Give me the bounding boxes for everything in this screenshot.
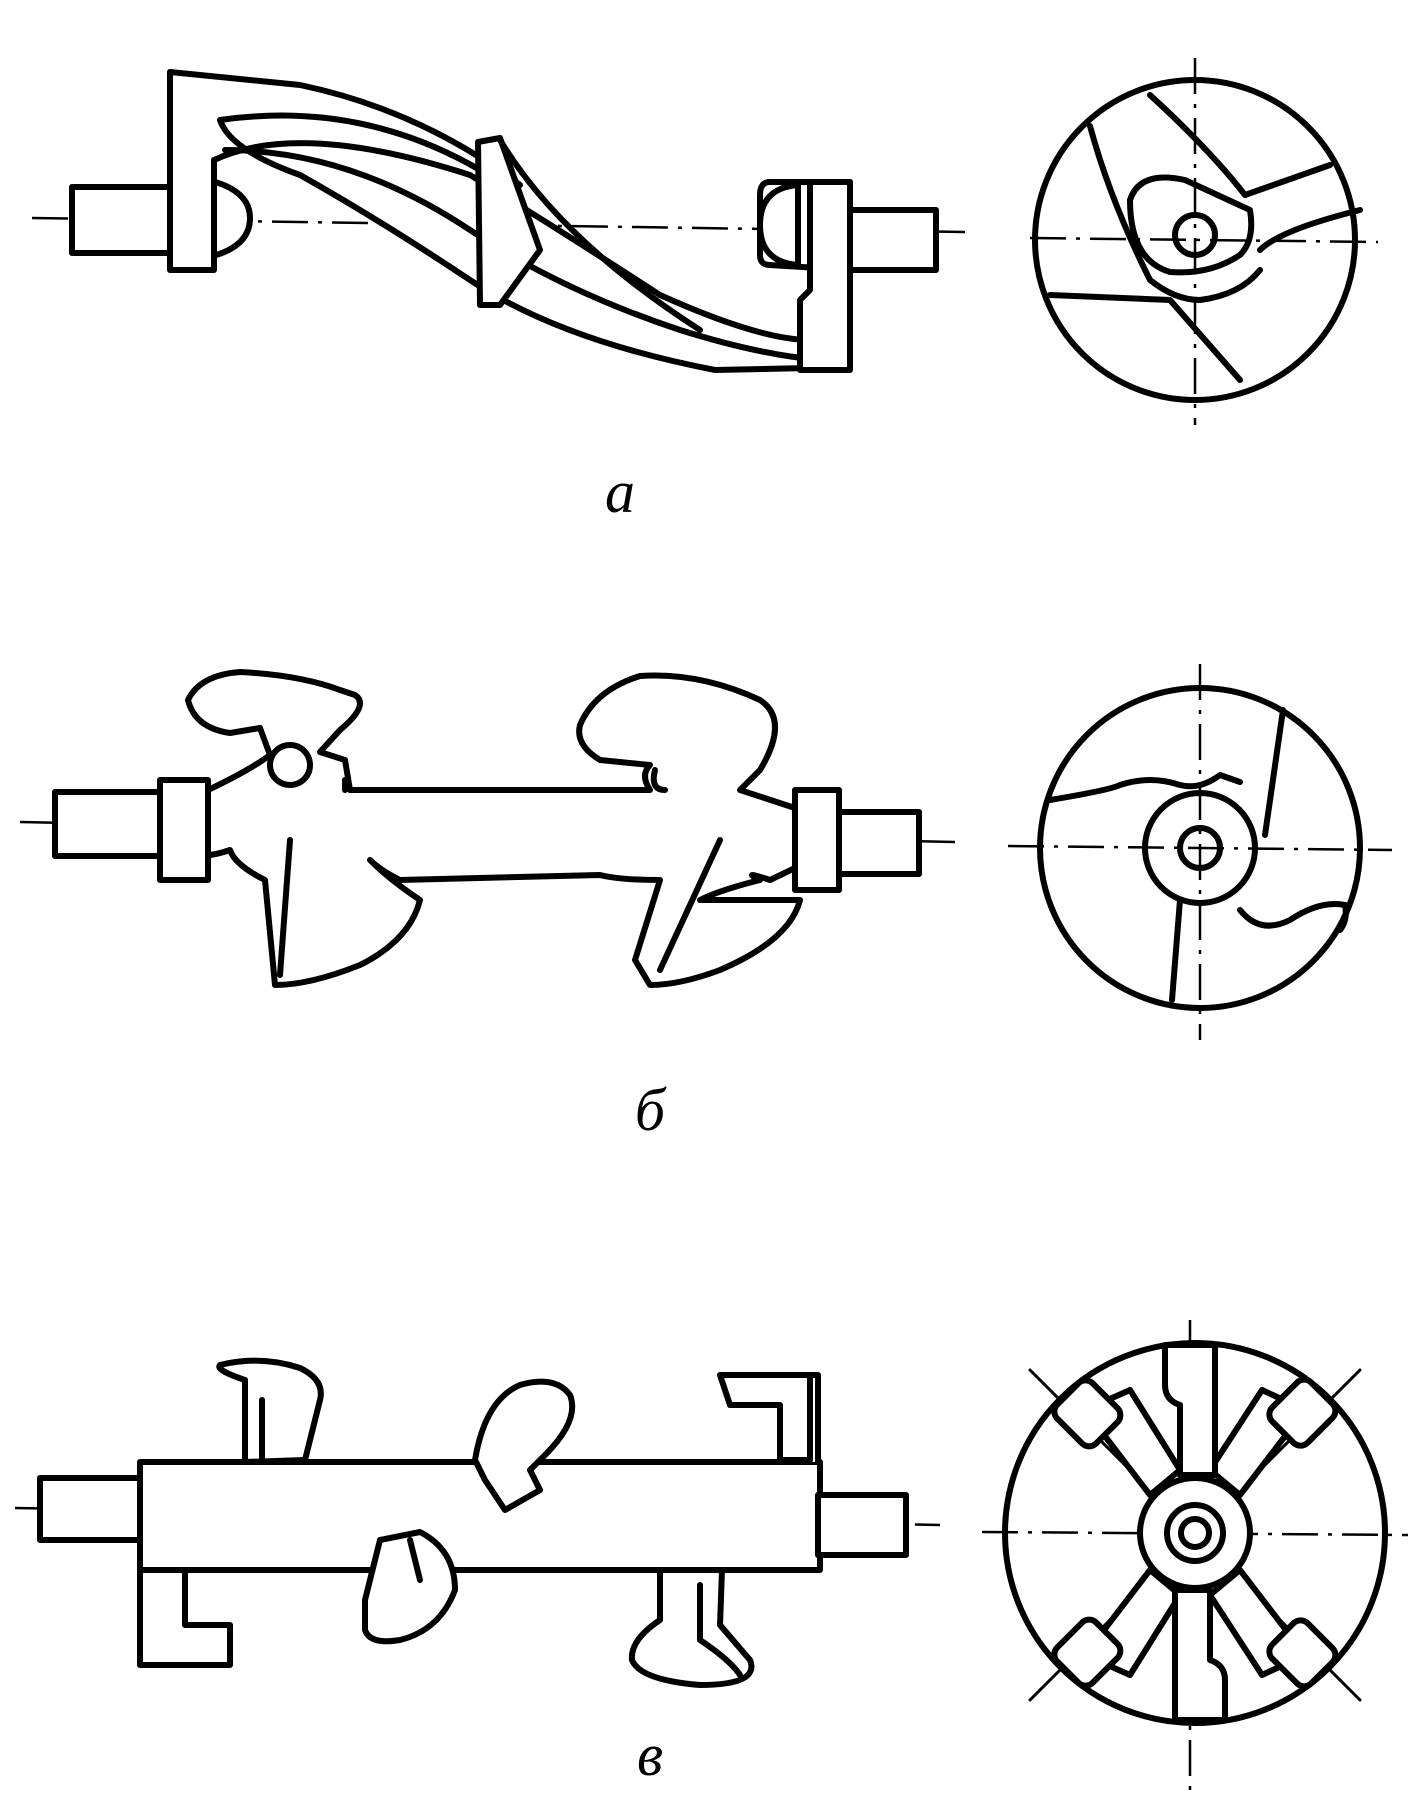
panel-v-right-shaft	[815, 1492, 909, 1558]
panel-b-right-fillet	[650, 767, 668, 793]
panel-v-end-head-tl	[1051, 1377, 1124, 1450]
panel-b-end-blade-1	[1047, 772, 1243, 803]
panel-v-end-head-br	[1266, 1617, 1339, 1690]
panel-v-end-hub	[1137, 1475, 1253, 1591]
panel-v-end-head-tr	[1266, 1376, 1339, 1449]
panel-v-end-head-bl	[1051, 1616, 1124, 1689]
panel-v-paddle-top-center	[472, 1378, 576, 1513]
panel-a-end-rim	[1032, 77, 1358, 403]
panel-b-left-collar	[157, 777, 211, 883]
panel-v-end-hub-inner	[1164, 1502, 1226, 1564]
panel-a-end-hub	[1127, 174, 1255, 276]
panel-v-paddle-top-left	[216, 1357, 324, 1465]
panel-a-end-blade-1	[1087, 123, 1263, 303]
panel-v-hook-top-right-body	[717, 1372, 813, 1463]
panel-b-end-blade-2	[1262, 707, 1286, 838]
panel-a-end-blade-2	[1147, 92, 1333, 198]
panel-v-paddle-bottom-center	[362, 1529, 458, 1645]
panel-v-paddle-bottom-right-edge	[697, 1582, 743, 1678]
panel-b-end-view	[1007, 664, 1393, 1040]
panel-a: а	[31, 58, 1379, 525]
panel-v-end-hook-top	[1162, 1342, 1218, 1478]
panel-v-end-bore	[1178, 1516, 1212, 1550]
panel-a-end-blade-3	[1257, 207, 1363, 253]
panel-b-left-blade-line	[277, 837, 293, 978]
panel-b-left-fillet	[267, 742, 313, 788]
panel-b-right-blade-line	[657, 837, 723, 973]
panel-b-body	[185, 669, 803, 988]
panel-b-caption: б	[635, 1077, 667, 1143]
panel-v: в	[14, 1320, 1409, 1795]
panel-a-right-arm	[797, 179, 853, 373]
panel-b: б	[19, 664, 1393, 1143]
panel-v-paddle-bottom-center-edge	[407, 1537, 423, 1583]
panel-v-main-shaft	[137, 1459, 823, 1573]
panel-b-end-bore	[1177, 825, 1223, 871]
panel-a-blade-edge	[222, 147, 823, 363]
panel-b-end-horizontal-axis	[1007, 844, 1393, 852]
panel-a-end-horizontal-axis	[1029, 236, 1379, 244]
panel-a-caption: а	[605, 459, 635, 525]
panel-a-end-blade-4	[1047, 292, 1243, 383]
panel-a-end-bore	[1172, 212, 1218, 258]
panel-a-right-hub	[757, 182, 801, 268]
panel-v-hook-bottom-left	[137, 1567, 233, 1668]
panel-a-left-shaft	[69, 184, 175, 256]
panel-b-end-blade-4	[1169, 897, 1183, 1003]
panel-b-end-hub	[1142, 790, 1258, 906]
panel-a-twist-plate	[475, 135, 543, 308]
panel-b-end-blade-3	[1237, 901, 1349, 933]
panel-b-right-collar	[792, 787, 842, 893]
panel-b-end-rim	[1037, 685, 1363, 1011]
panel-a-twist-edge	[497, 137, 703, 333]
panel-b-left-shaft	[52, 789, 168, 859]
panel-v-end-view	[981, 1320, 1409, 1795]
panel-v-end-hook-bottom	[1172, 1587, 1228, 1723]
panel-a-end-view	[1029, 58, 1379, 425]
panel-a-right-shaft	[847, 207, 939, 273]
panel-v-left-shaft	[37, 1475, 148, 1543]
panel-v-caption: в	[637, 1722, 663, 1788]
panel-b-right-shaft	[836, 809, 922, 877]
